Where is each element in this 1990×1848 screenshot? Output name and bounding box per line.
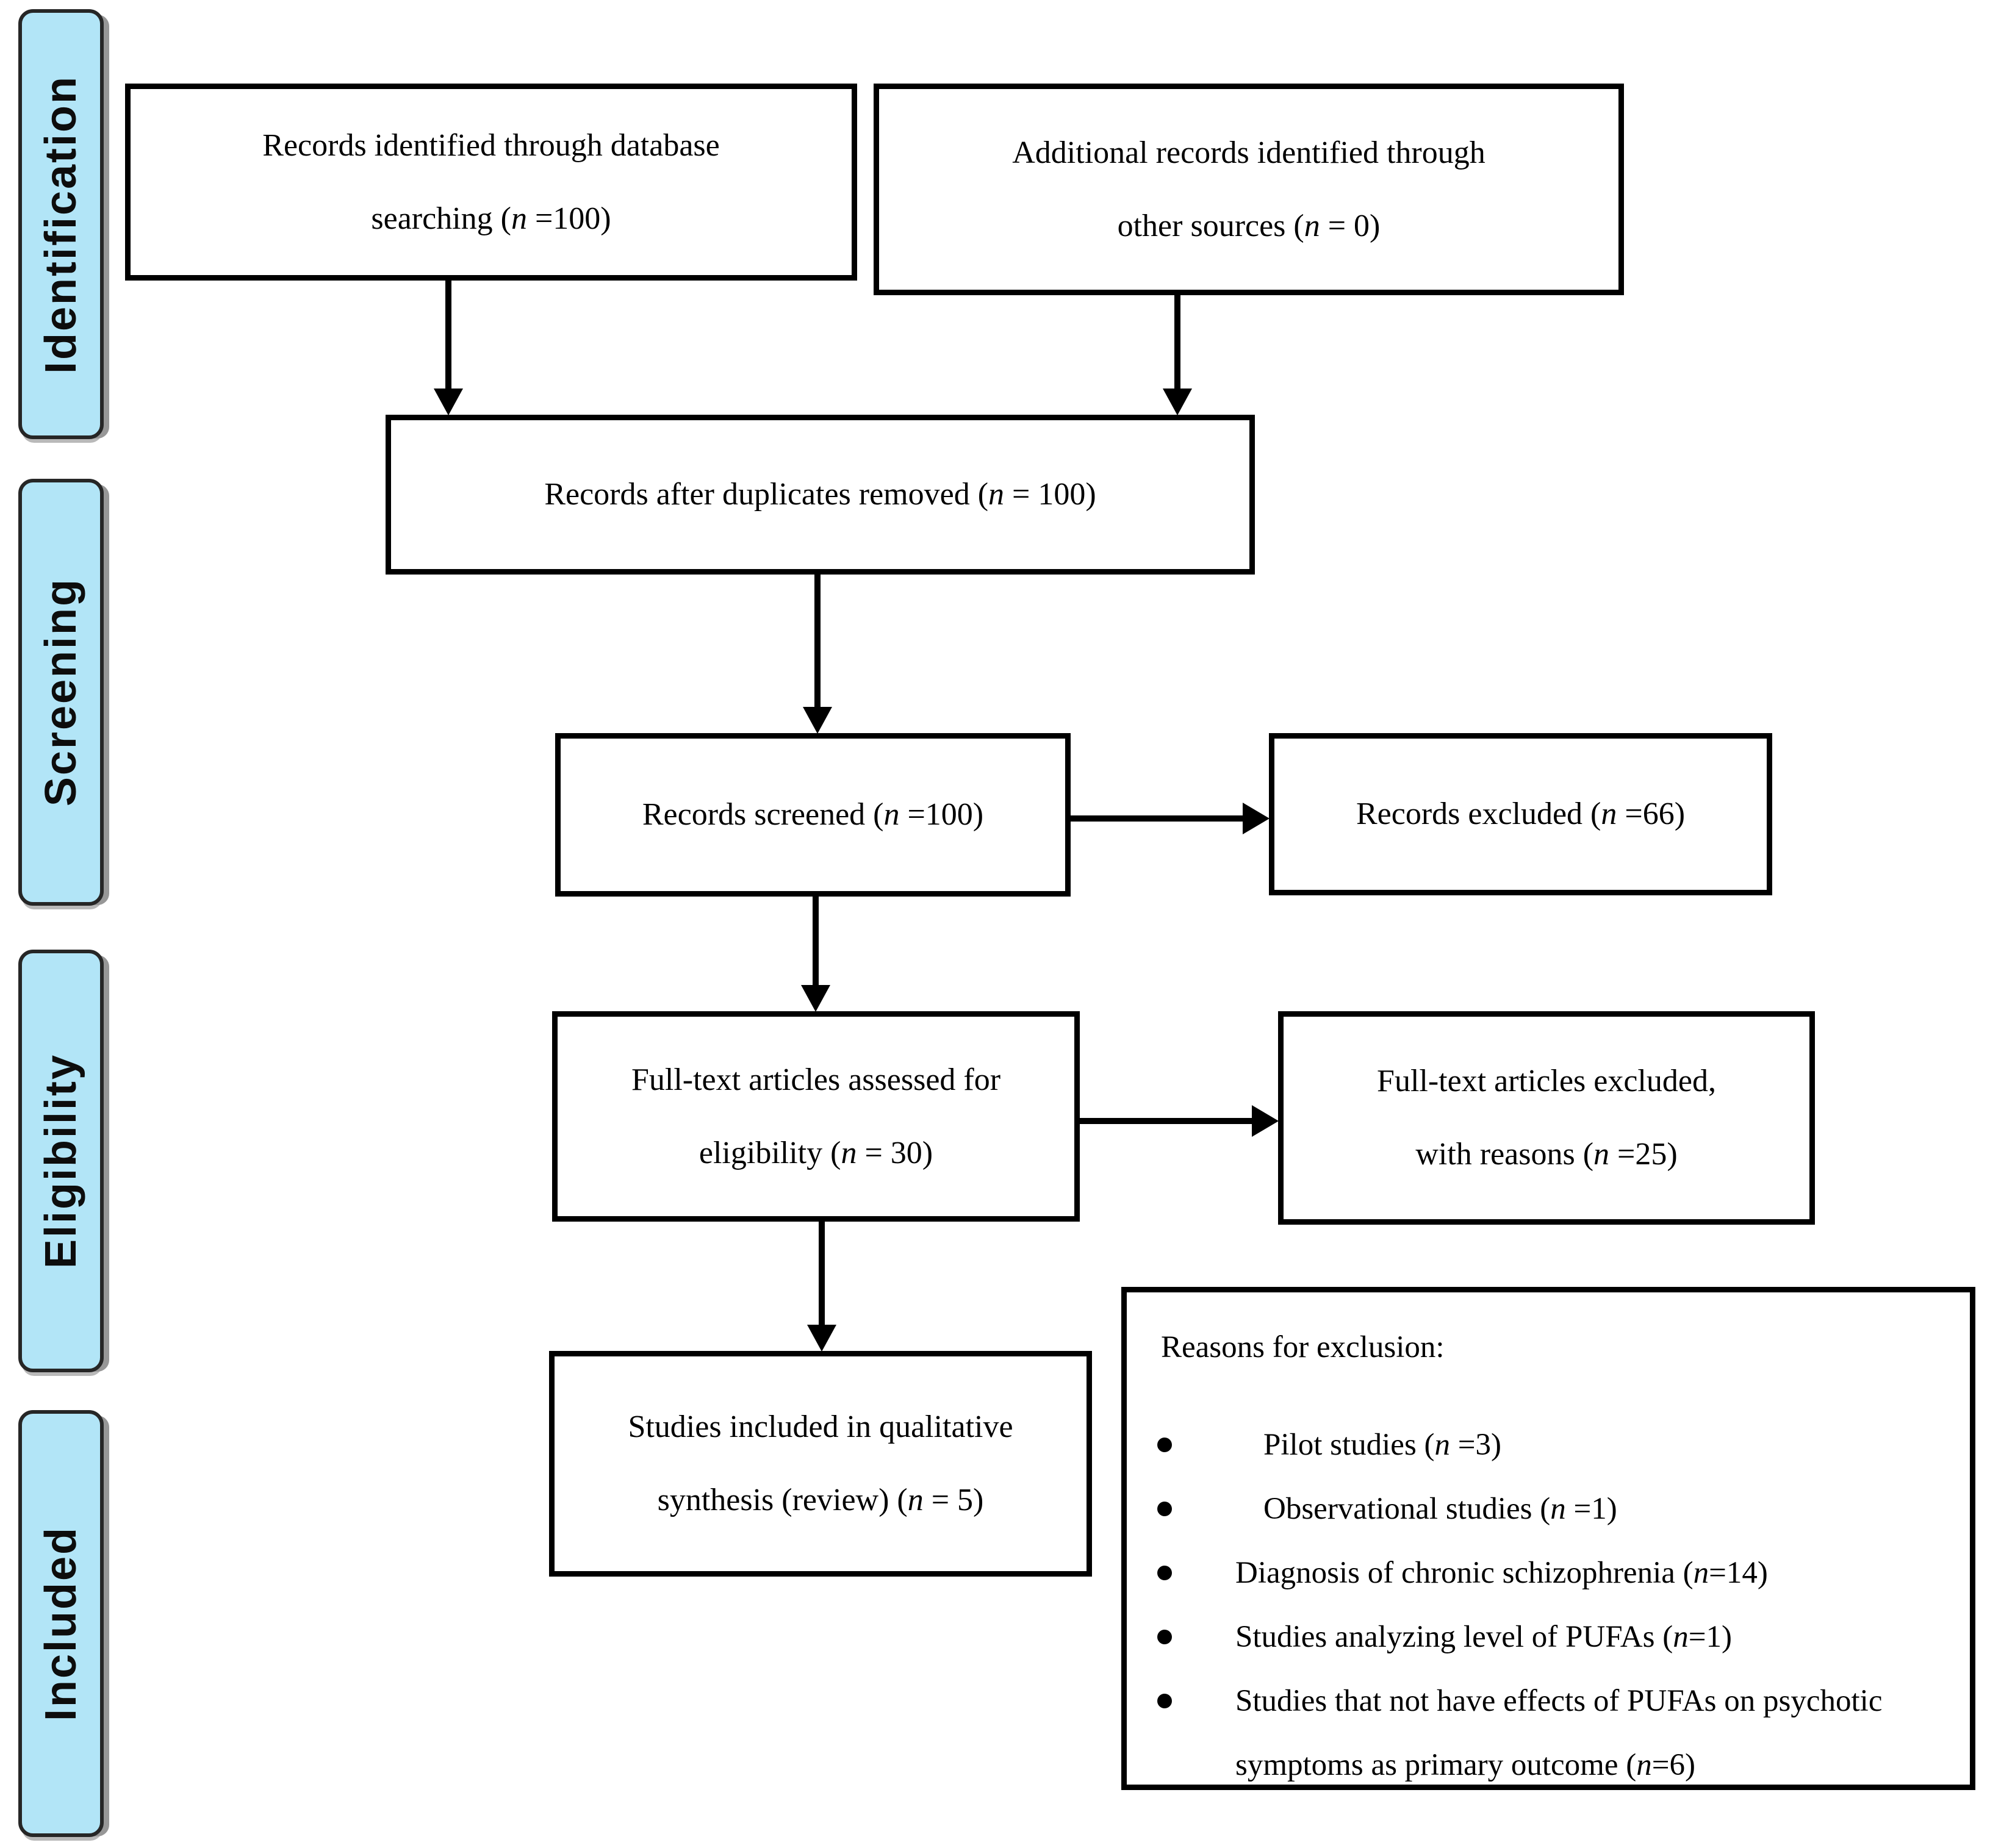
exclusion-reason-item: Observational studies (n =1) <box>1157 1477 1942 1541</box>
box-text-line: Records screened (n =100) <box>642 797 984 833</box>
exclusion-reason-item: Studies that not have effects of PUFAs o… <box>1157 1669 1942 1785</box>
box-records-excluded: Records excluded (n =66) <box>1269 733 1772 895</box>
stage-tab-identification: Identification <box>18 9 104 439</box>
exclusion-reasons-heading: Reasons for exclusion: <box>1161 1330 1445 1364</box>
stage-tab-eligibility: Eligibility <box>18 950 104 1372</box>
exclusion-reason-item: Pilot studies (n =3) <box>1157 1413 1942 1477</box>
box-text-line: eligibility (n = 30) <box>699 1135 933 1170</box>
box-text-line: synthesis (review) (n = 5) <box>657 1483 984 1517</box>
box-text-line: Full-text articles excluded, <box>1377 1064 1716 1099</box>
box-duplicates-removed: Records after duplicates removed (n = 10… <box>386 415 1255 575</box>
box-text-line: Records excluded (n =66) <box>1356 797 1686 832</box>
exclusion-reason-item: Studies analyzing level of PUFAs (n=1) <box>1157 1605 1942 1669</box>
bullet-icon <box>1157 1502 1172 1516</box>
box-records-screened: Records screened (n =100) <box>555 733 1071 897</box>
bullet-icon <box>1157 1694 1172 1708</box>
bullet-icon <box>1157 1566 1172 1580</box>
box-fulltext-excluded: Full-text articles excluded, with reason… <box>1278 1011 1815 1225</box>
box-additional-records: Additional records identified through ot… <box>874 84 1624 295</box>
stage-tab-screening: Screening <box>18 479 104 906</box>
box-text-line: with reasons (n =25) <box>1415 1137 1678 1172</box>
box-text-line: Records after duplicates removed (n = 10… <box>544 477 1096 512</box>
exclusion-reasons-list: Pilot studies (n =3) Observational studi… <box>1157 1413 1942 1785</box>
stage-tab-included: Included <box>18 1410 104 1837</box>
box-fulltext-assessed: Full-text articles assessed for eligibil… <box>552 1011 1080 1222</box>
box-exclusion-reasons: Reasons for exclusion: Pilot studies (n … <box>1121 1287 1975 1790</box>
box-text-line: searching (n =100) <box>371 201 611 236</box>
exclusion-reason-item: Diagnosis of chronic schizophrenia (n=14… <box>1157 1541 1942 1605</box>
bullet-icon <box>1157 1630 1172 1644</box>
stage-label: Identification <box>37 74 85 374</box>
stage-label: Included <box>37 1525 85 1721</box>
stage-label: Screening <box>37 578 85 807</box>
stage-label: Eligibility <box>37 1053 85 1269</box>
box-text-line: other sources (n = 0) <box>1117 208 1381 243</box>
box-text-line: Studies included in qualitative <box>628 1409 1013 1445</box>
bullet-icon <box>1157 1438 1172 1452</box>
box-text-line: Additional records identified through <box>1012 135 1485 170</box>
box-text-line: Full-text articles assessed for <box>631 1062 1001 1097</box>
box-records-identified: Records identified through database sear… <box>125 84 857 281</box>
box-text-line: Records identified through database <box>262 127 720 163</box>
box-studies-included: Studies included in qualitative synthesi… <box>549 1351 1092 1577</box>
